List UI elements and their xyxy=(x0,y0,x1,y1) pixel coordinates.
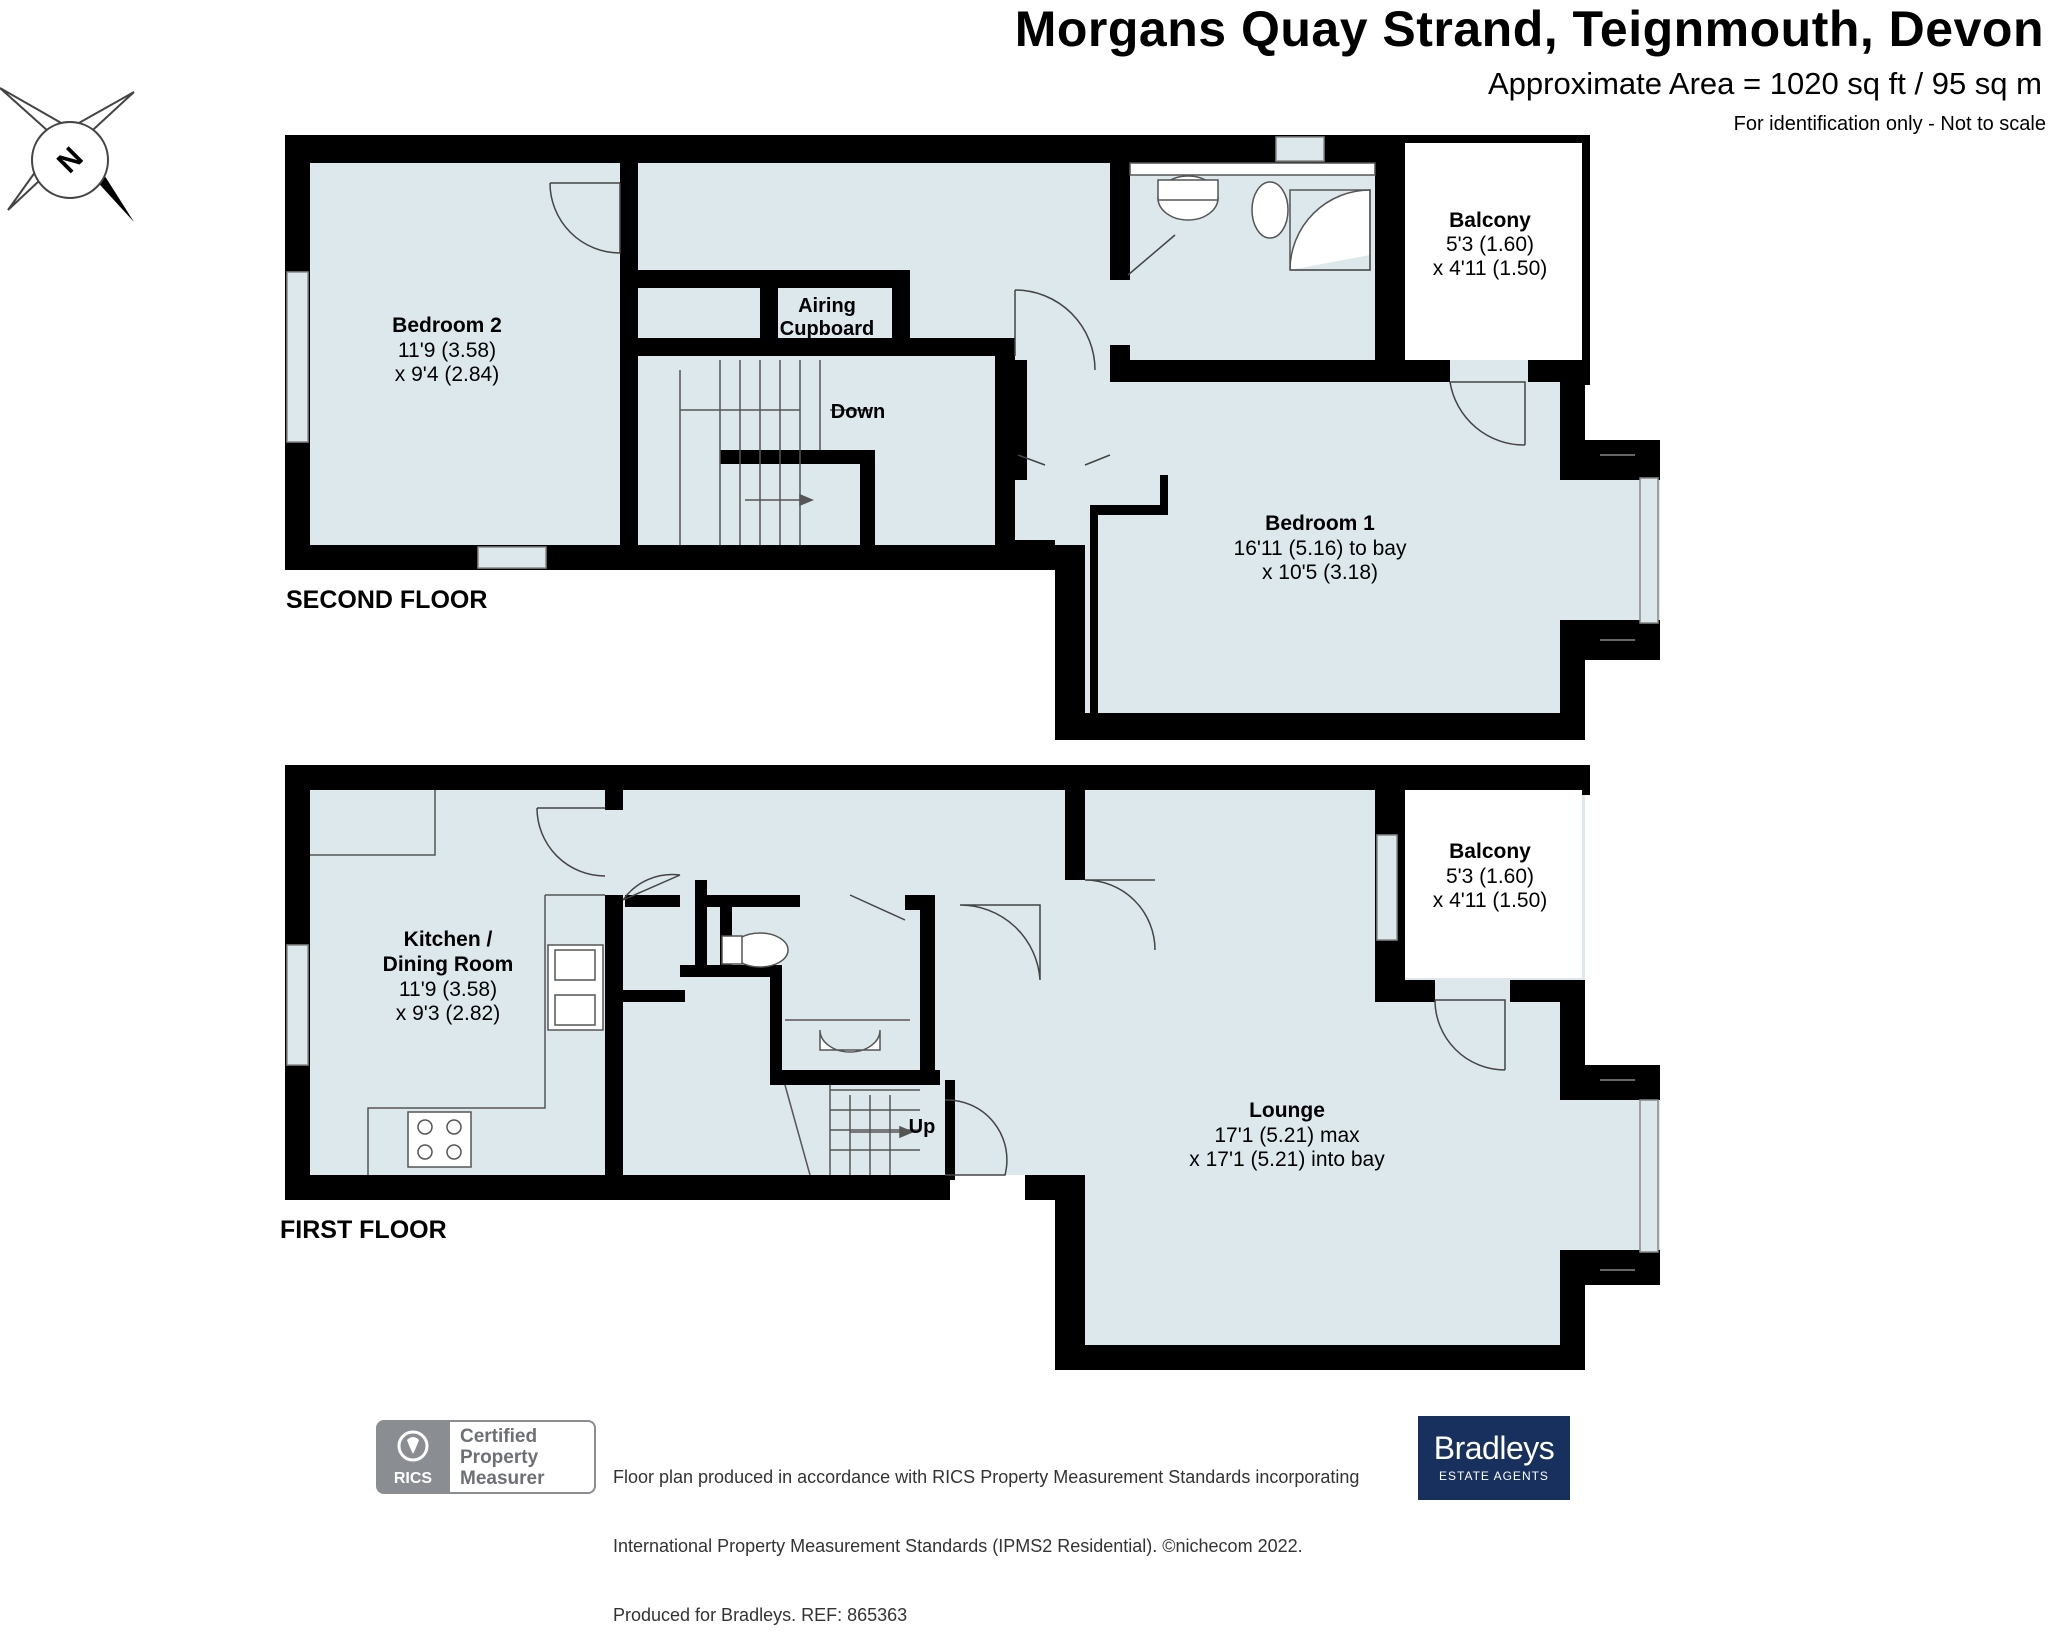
rics-badge: RICS Certified Property Measurer xyxy=(376,1420,598,1494)
footer-disclaimer: Floor plan produced in accordance with R… xyxy=(613,1420,1359,1650)
rics-line1: Certified xyxy=(460,1426,538,1447)
bedroom2-name: Bedroom 2 xyxy=(392,314,502,337)
bathroom-fixtures xyxy=(1129,162,1376,271)
stairs-up-label: Up xyxy=(909,1116,936,1138)
first-floor-doors xyxy=(536,807,1506,1176)
brand-tagline: ESTATE AGENTS xyxy=(1439,1469,1549,1483)
rics-emblem-icon xyxy=(397,1430,429,1462)
first-floor-plan: Kitchen / Dining Room 11'9 (3.58) x 9'3 … xyxy=(285,765,1660,1370)
first-floor-stairs xyxy=(784,1084,920,1176)
floor-plan-diagram: N xyxy=(0,87,1660,1370)
stairs-down-label: Down xyxy=(831,401,885,423)
wc-fixtures xyxy=(721,932,910,1053)
airing-line2: Cupboard xyxy=(780,318,874,340)
footer-line2: International Property Measurement Stand… xyxy=(613,1536,1303,1556)
kitchen-dim1: 11'9 (3.58) xyxy=(399,978,497,1001)
bedroom1-dim2: x 10'5 (3.18) xyxy=(1262,561,1378,584)
footer-line1: Floor plan produced in accordance with R… xyxy=(613,1467,1360,1487)
second-floor-plan: Bedroom 2 11'9 (3.58) x 9'4 (2.84) Airin… xyxy=(285,135,1660,740)
footer-line3: Produced for Bradleys. REF: 865363 xyxy=(613,1605,908,1625)
kitchen-dim2: x 9'3 (2.82) xyxy=(396,1002,500,1025)
kitchen-name2: Dining Room xyxy=(383,953,514,976)
rics-certified-text: Certified Property Measurer xyxy=(450,1420,596,1494)
second-floor-fill-bed1 xyxy=(1055,360,1585,740)
second-floor-stairs xyxy=(679,360,870,545)
bradleys-logo: Bradleys ESTATE AGENTS xyxy=(1418,1416,1570,1500)
kitchen-name1: Kitchen / xyxy=(404,928,493,951)
second-floor-label: SECOND FLOOR xyxy=(286,586,488,614)
lounge-dim1: 17'1 (5.21) max xyxy=(1214,1124,1360,1147)
rics-org: RICS xyxy=(393,1470,433,1487)
first-floor-windows xyxy=(286,834,1659,1271)
balcony-first-dim1: 5'3 (1.60) xyxy=(1446,865,1534,888)
compass-rose-icon: N xyxy=(0,87,135,222)
lounge-name: Lounge xyxy=(1249,1099,1325,1122)
balcony-second-dim2: x 4'11 (1.50) xyxy=(1433,257,1548,280)
bedroom2-dim1: 11'9 (3.58) xyxy=(398,339,496,362)
kitchen-units xyxy=(310,790,605,1175)
rics-line2: Property xyxy=(460,1447,539,1468)
bedroom2-dim2: x 9'4 (2.84) xyxy=(395,363,499,386)
bedroom1-name: Bedroom 1 xyxy=(1265,512,1375,535)
balcony-second-fill xyxy=(1402,140,1582,355)
bedroom1-dim1: 16'11 (5.16) to bay xyxy=(1234,537,1407,560)
balcony-first-name: Balcony xyxy=(1449,840,1531,863)
lounge-dim2: x 17'1 (5.21) into bay xyxy=(1189,1148,1385,1171)
balcony-second-name: Balcony xyxy=(1449,209,1531,232)
balcony-first-dim2: x 4'11 (1.50) xyxy=(1433,889,1548,912)
first-floor-walls xyxy=(285,765,1660,1370)
property-title: Morgans Quay Strand, Teignmouth, Devon xyxy=(1014,1,2044,57)
balcony-first-fill xyxy=(1402,770,1582,978)
rics-line3: Measurer xyxy=(460,1468,545,1489)
second-floor-windows xyxy=(286,136,1659,641)
second-floor-doors xyxy=(549,182,1526,466)
balcony-second-dim1: 5'3 (1.60) xyxy=(1446,233,1534,256)
airing-line1: Airing xyxy=(798,295,856,317)
brand-name: Bradleys xyxy=(1433,1430,1555,1466)
identification-note: For identification only - Not to scale xyxy=(1733,113,2046,135)
rics-logo-icon: RICS xyxy=(376,1420,450,1494)
approximate-area: Approximate Area = 1020 sq ft / 95 sq m xyxy=(1487,66,2042,101)
first-floor-label: FIRST FLOOR xyxy=(280,1216,447,1244)
